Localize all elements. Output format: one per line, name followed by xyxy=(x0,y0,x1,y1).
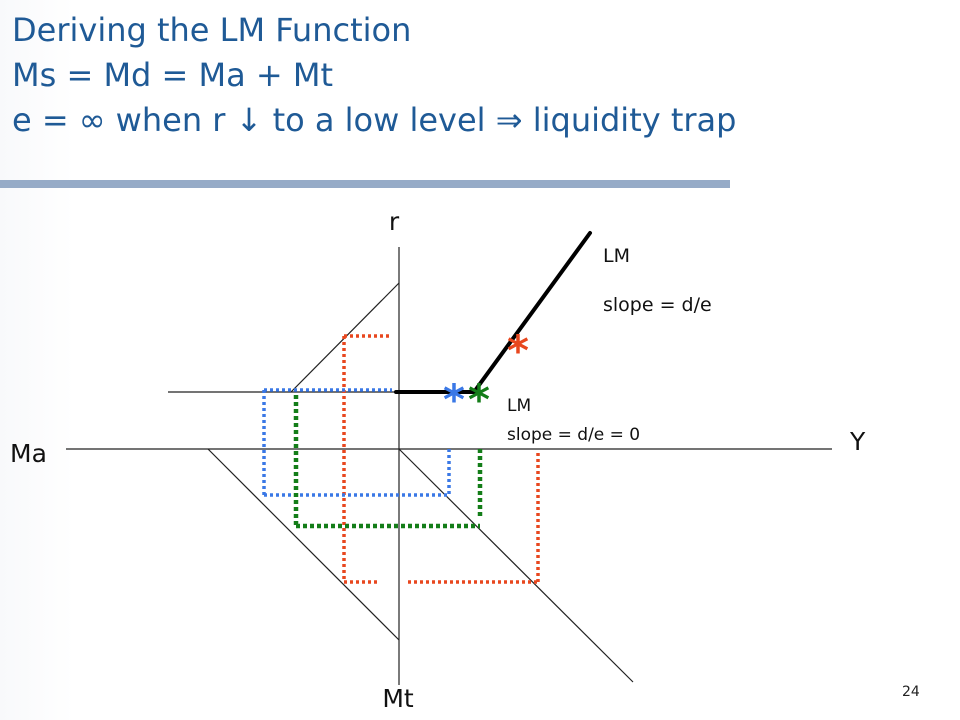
quadrant-lines xyxy=(168,282,634,683)
lower-lm-title: LM xyxy=(507,396,531,416)
axis-label-r: r xyxy=(389,207,400,236)
lm-upward-segment xyxy=(472,231,592,394)
left-accent-strip xyxy=(0,0,74,720)
axis-label-y: Y xyxy=(849,427,866,456)
lower-right-transaction-line xyxy=(398,448,634,683)
title-underline-rule xyxy=(0,180,730,188)
axis-label-mt: Mt xyxy=(382,684,414,713)
axis-label-ma: Ma xyxy=(10,439,47,468)
title-line-1: Deriving the LM Function xyxy=(12,11,412,49)
axes xyxy=(66,247,832,685)
upper-lm-title: LM xyxy=(603,245,630,267)
slide-title: Deriving the LM Function Ms = Md = Ma + … xyxy=(12,8,736,143)
lm-curve xyxy=(394,231,592,394)
green-equilibrium-marker: * xyxy=(468,375,490,424)
title-line-3: e = ∞ when r ↓ to a low level ⇒ liquidit… xyxy=(12,101,737,139)
red-equilibrium-marker: * xyxy=(507,326,529,375)
lower-lm-slope: slope = d/e = 0 xyxy=(507,425,640,445)
page-number: 24 xyxy=(902,684,920,700)
green-dotted-path xyxy=(293,395,483,529)
blue-dotted-path xyxy=(262,388,451,497)
lower-left-45-line xyxy=(207,448,400,641)
blue-equilibrium-marker: * xyxy=(443,375,465,424)
title-line-2: Ms = Md = Ma + Mt xyxy=(12,56,334,94)
upper-lm-slope: slope = d/e xyxy=(603,294,712,316)
red-dotted-path xyxy=(342,334,540,584)
